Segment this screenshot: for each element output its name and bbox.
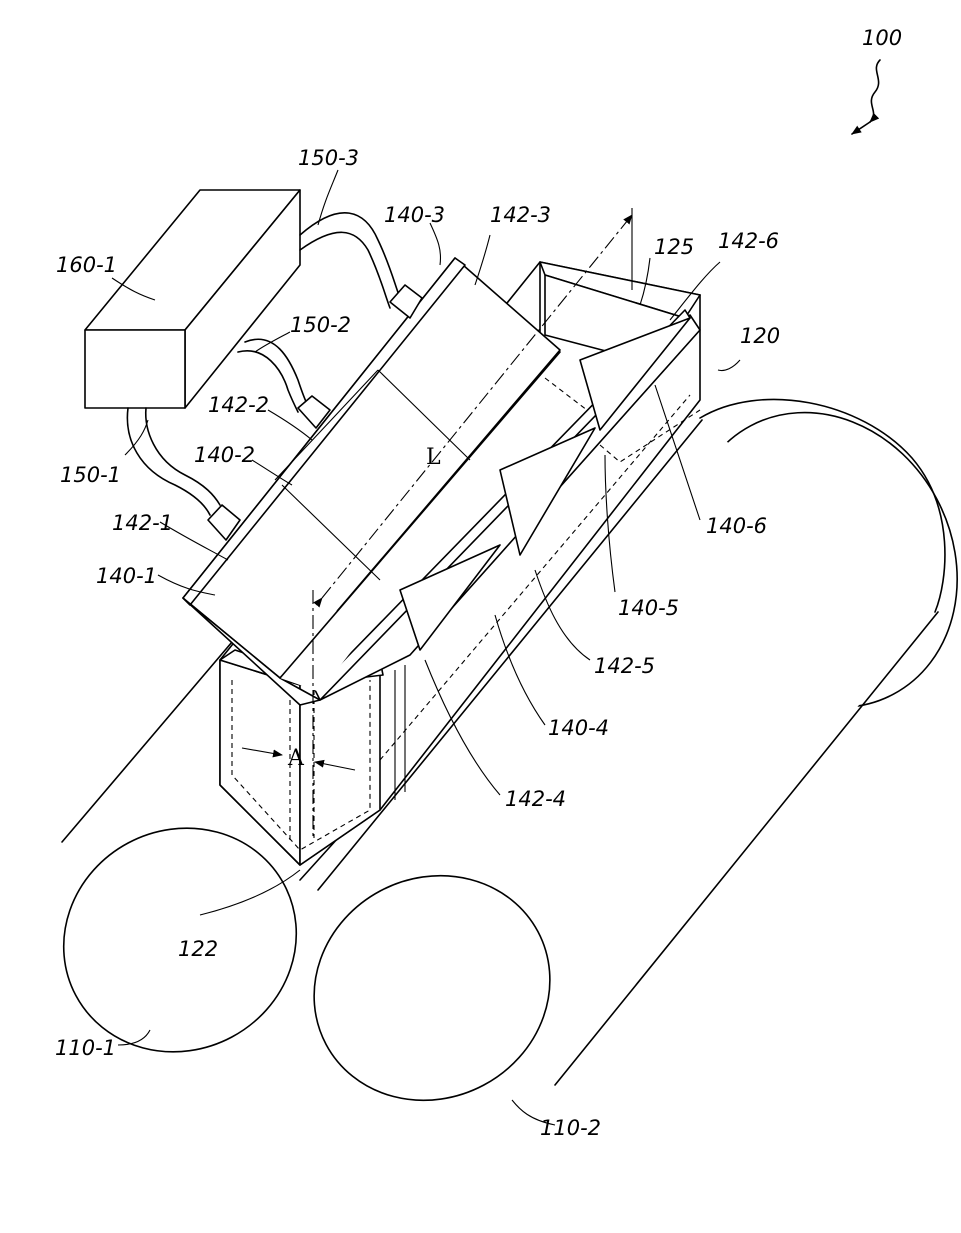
label-140-6: 140-6 — [706, 514, 767, 538]
ref-100-arrow — [870, 60, 880, 122]
label-110-1: 110-1 — [55, 1036, 116, 1060]
label-140-1: 140-1 — [96, 564, 157, 588]
label-110-2: 110-2 — [540, 1116, 601, 1140]
label-122: 122 — [178, 937, 218, 961]
label-142-2: 142-2 — [208, 393, 269, 417]
label-150-1: 150-1 — [60, 463, 121, 487]
label-150-2: 150-2 — [290, 313, 351, 337]
label-142-5: 142-5 — [594, 654, 655, 678]
label-142-4: 142-4 — [505, 787, 566, 811]
label-100: 100 — [862, 26, 902, 50]
label-160-1: 160-1 — [56, 253, 117, 277]
label-A: A — [287, 746, 305, 771]
label-142-3: 142-3 — [490, 203, 551, 227]
unit-160-1 — [85, 190, 300, 408]
label-142-6: 142-6 — [718, 229, 779, 253]
label-140-2: 140-2 — [194, 443, 255, 467]
label-142-1: 142-1 — [112, 511, 173, 535]
label-140-5: 140-5 — [618, 596, 679, 620]
label-120: 120 — [740, 324, 780, 348]
label-L: L — [426, 445, 441, 470]
label-140-3: 140-3 — [384, 203, 445, 227]
tube-150-3 — [300, 213, 422, 318]
label-150-3: 150-3 — [298, 146, 359, 170]
label-140-4: 140-4 — [548, 716, 609, 740]
label-125: 125 — [654, 235, 694, 259]
